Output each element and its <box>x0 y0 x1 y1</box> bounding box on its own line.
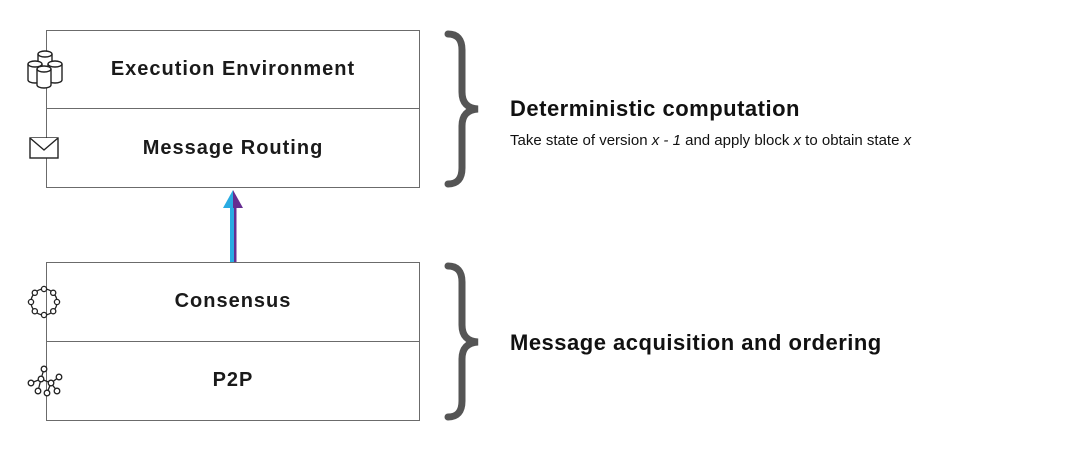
upper-layer-stack: Execution Environment Message Routing <box>27 30 420 188</box>
description-text-2: and apply block <box>680 132 794 149</box>
upward-arrow <box>223 190 243 262</box>
lower-curly-brace <box>444 262 479 421</box>
message-routing-layer: Message Routing <box>29 109 419 187</box>
consensus-layer: Consensus <box>27 263 419 342</box>
deterministic-computation-description: Take state of version x - 1 and apply bl… <box>510 132 911 149</box>
mesh-network-icon <box>21 361 69 401</box>
description-var-1: x - 1 <box>651 132 681 149</box>
description-var-3: x <box>903 132 912 149</box>
message-routing-label: Message Routing <box>142 136 324 159</box>
envelope-icon <box>21 128 69 168</box>
p2p-layer: P2P <box>27 342 419 421</box>
consensus-label: Consensus <box>174 290 292 313</box>
upper-curly-brace <box>444 30 479 188</box>
description-text-1: Take state of version <box>510 132 652 149</box>
lower-layer-stack: Consensus P2P <box>27 262 420 421</box>
p2p-label: P2P <box>212 369 254 392</box>
execution-environment-layer: Execution Environment <box>27 31 419 109</box>
description-var-2: x <box>793 132 802 149</box>
deterministic-computation-heading: Deterministic computation <box>510 96 800 121</box>
ring-network-icon <box>21 282 69 322</box>
message-acquisition-heading: Message acquisition and ordering <box>510 330 882 355</box>
database-icon <box>21 49 69 90</box>
description-text-3: to obtain state <box>801 132 904 149</box>
execution-environment-label: Execution Environment <box>110 58 356 80</box>
